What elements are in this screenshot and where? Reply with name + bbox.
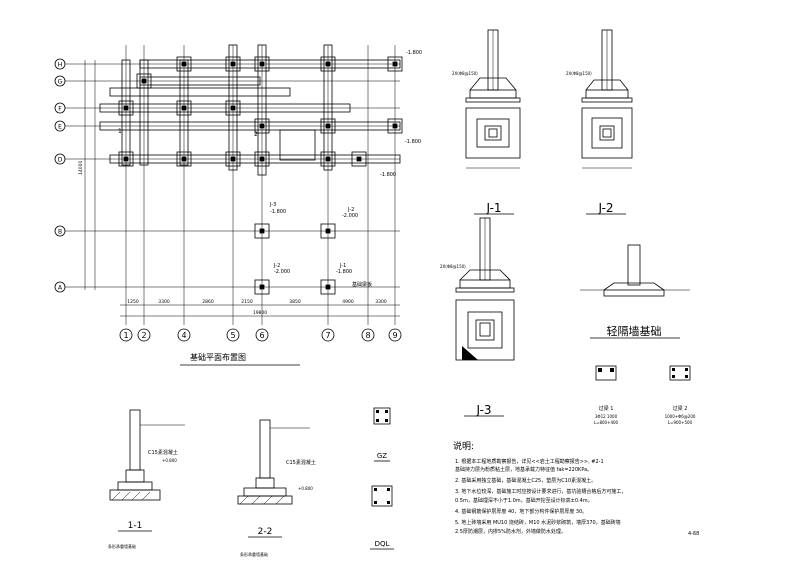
note-line-6: 4. 基础钢筋保护层厚度 40，地下部分构件保护层厚度 30。	[455, 508, 587, 515]
axis-label-D: D	[58, 157, 63, 164]
axis-label-5: 5	[230, 331, 235, 340]
plan-dimensions: 1250 3300 2860 2150 3850 4900 3300 19800…	[78, 161, 387, 316]
tag-j2-elev: -2.000	[342, 213, 358, 219]
beam-details: 过梁 1 3Φ12 1000 L=800+400 过梁 2 1000+Φ6@20…	[594, 365, 696, 425]
beam1-spec: 3Φ12 1000	[595, 414, 618, 419]
beam2-length: L=900+500	[668, 420, 693, 425]
gz-dql-details: GZ DQL	[370, 407, 394, 550]
tag-j2b: J-2	[273, 263, 280, 269]
tag-j3: J-3	[269, 202, 276, 208]
axis-label-G: G	[58, 79, 63, 86]
dim-2: 3300	[158, 299, 170, 305]
beam2-spec: 1000+Φ6@200	[665, 414, 696, 419]
foundation-plan: J-3 -1.800 J-2 -2.000 J-2 -2.000 J-1 -1.…	[54, 44, 422, 366]
detail-j1: 2X(Φ8@150) J-1	[452, 29, 521, 215]
axis-label-A: A	[58, 285, 63, 292]
dim-3: 2860	[202, 299, 214, 305]
axis-label-F: F	[58, 106, 62, 113]
j3-title: J-3	[475, 403, 491, 417]
tag-j1: J-1	[339, 263, 346, 269]
notes-block: 说明: 1. 根据本工程地质勘察报告，详见<<岩土工程勘察报告>>, #2-1 …	[453, 440, 699, 537]
section-mark-2: 2	[254, 131, 258, 138]
dim-5: 3850	[289, 299, 301, 305]
tag-j3b-elev: -1.800	[405, 139, 421, 145]
plan-footings	[118, 56, 403, 295]
s1-bottom-note: 条形承重墙基础	[108, 543, 136, 549]
s2-bottom-note: 条形承重墙基础	[240, 551, 268, 557]
j2-title: J-2	[597, 201, 613, 215]
tag-j2: J-2	[347, 207, 354, 213]
axis-label-1: 1	[123, 331, 128, 340]
notes-heading: 说明:	[453, 440, 474, 452]
light-wall-title: 轻隔墙基础	[607, 324, 662, 338]
plan-title: 基础平面布置图	[190, 352, 246, 362]
section-1-1: C15素混凝土 +0.800 1-1 条形承重墙基础	[108, 409, 185, 549]
dim-6: 4900	[342, 299, 354, 305]
axis-label-6: 6	[259, 331, 264, 340]
tag-note: 基础梁板	[352, 281, 372, 288]
detail-j2: 2X(Φ8@150) J-2	[566, 29, 633, 215]
tag-j3c-elev: -1.800	[406, 50, 422, 56]
note-line-7: 5. 地上砖墙采用 MU10 烧结砖，M10 水泥砂浆砌筑，墙厚370，基础砖墙	[455, 519, 621, 526]
note-line-5: 0.5m，基础埋深不小于1.0m，基础开挖至设计标高±0.4m。	[455, 497, 593, 504]
note-line-8: 2.5厚防潮层，内掺5%防水剂，外墙做防水处理。	[455, 528, 566, 535]
s1-title: 1-1	[128, 521, 143, 531]
tag-j2b-elev: -2.000	[274, 269, 290, 275]
note-line-4: 3. 地下水位较深，基础施工时应按设计要求进行，基坑验槽合格后方可施工，	[455, 488, 626, 495]
dim-7: 3300	[375, 299, 387, 305]
axis-label-2: 2	[141, 331, 146, 340]
page-ref: 4-68	[688, 531, 699, 537]
axis-bubbles-left: H G F E D B A	[54, 58, 66, 293]
axis-label-8: 8	[365, 331, 370, 340]
axis-label-4: 4	[181, 331, 186, 340]
tag-j1-elev: -1.800	[336, 269, 352, 275]
s2-note: C15素混凝土	[286, 459, 316, 466]
note-line-1: 1. 根据本工程地质勘察报告，详见<<岩土工程勘察报告>>, #2-1	[455, 458, 604, 465]
dim-4: 2150	[241, 299, 253, 305]
axis-bubbles-bottom: 1 2 4 5 6 7 8 9	[119, 328, 402, 342]
axis-label-H: H	[58, 62, 63, 69]
j3-pad-label: 2X(Φ8@150)	[440, 264, 466, 269]
detail-j3: 2X(Φ8@150) J-3	[440, 217, 515, 417]
tag-j3-elev: -1.800	[270, 209, 286, 215]
beam2-label: 过梁 2	[673, 405, 688, 412]
dql-label: DQL	[375, 540, 390, 548]
s2-elev: +0.800	[298, 486, 313, 491]
section-2-2: C15素混凝土 +0.800 2-2 条形承重墙基础	[237, 419, 316, 557]
beam1-length: L=800+400	[594, 420, 619, 425]
dim-left: 14000	[78, 161, 84, 175]
s1-elev: +0.800	[162, 458, 177, 463]
j1-pad-label: 2X(Φ8@150)	[452, 71, 478, 76]
axis-label-9: 9	[392, 331, 397, 340]
note-line-3: 2. 基础采用独立基础，基础混凝土C25，垫层为C10素混凝土。	[455, 477, 596, 484]
gz-label: GZ	[377, 452, 387, 460]
s1-note: C15素混凝土	[148, 449, 178, 456]
section-mark-1: 1	[118, 128, 122, 135]
j1-title: J-1	[485, 201, 501, 215]
beam1-label: 过梁 1	[599, 405, 614, 412]
light-wall-foundation: 轻隔墙基础	[580, 244, 690, 339]
axis-label-E: E	[58, 124, 62, 131]
axis-label-7: 7	[325, 331, 330, 340]
s2-title: 2-2	[258, 527, 273, 537]
dim-1: 1250	[127, 299, 139, 305]
j2-pad-label: 2X(Φ8@150)	[566, 71, 592, 76]
axis-label-B: B	[58, 229, 62, 236]
tag-j1b-elev: -1.800	[380, 172, 396, 178]
note-line-2: 基础持力层为粉质粘土层，地基承载力特征值 fak=220KPa。	[455, 466, 592, 473]
dim-total: 19800	[253, 310, 267, 316]
